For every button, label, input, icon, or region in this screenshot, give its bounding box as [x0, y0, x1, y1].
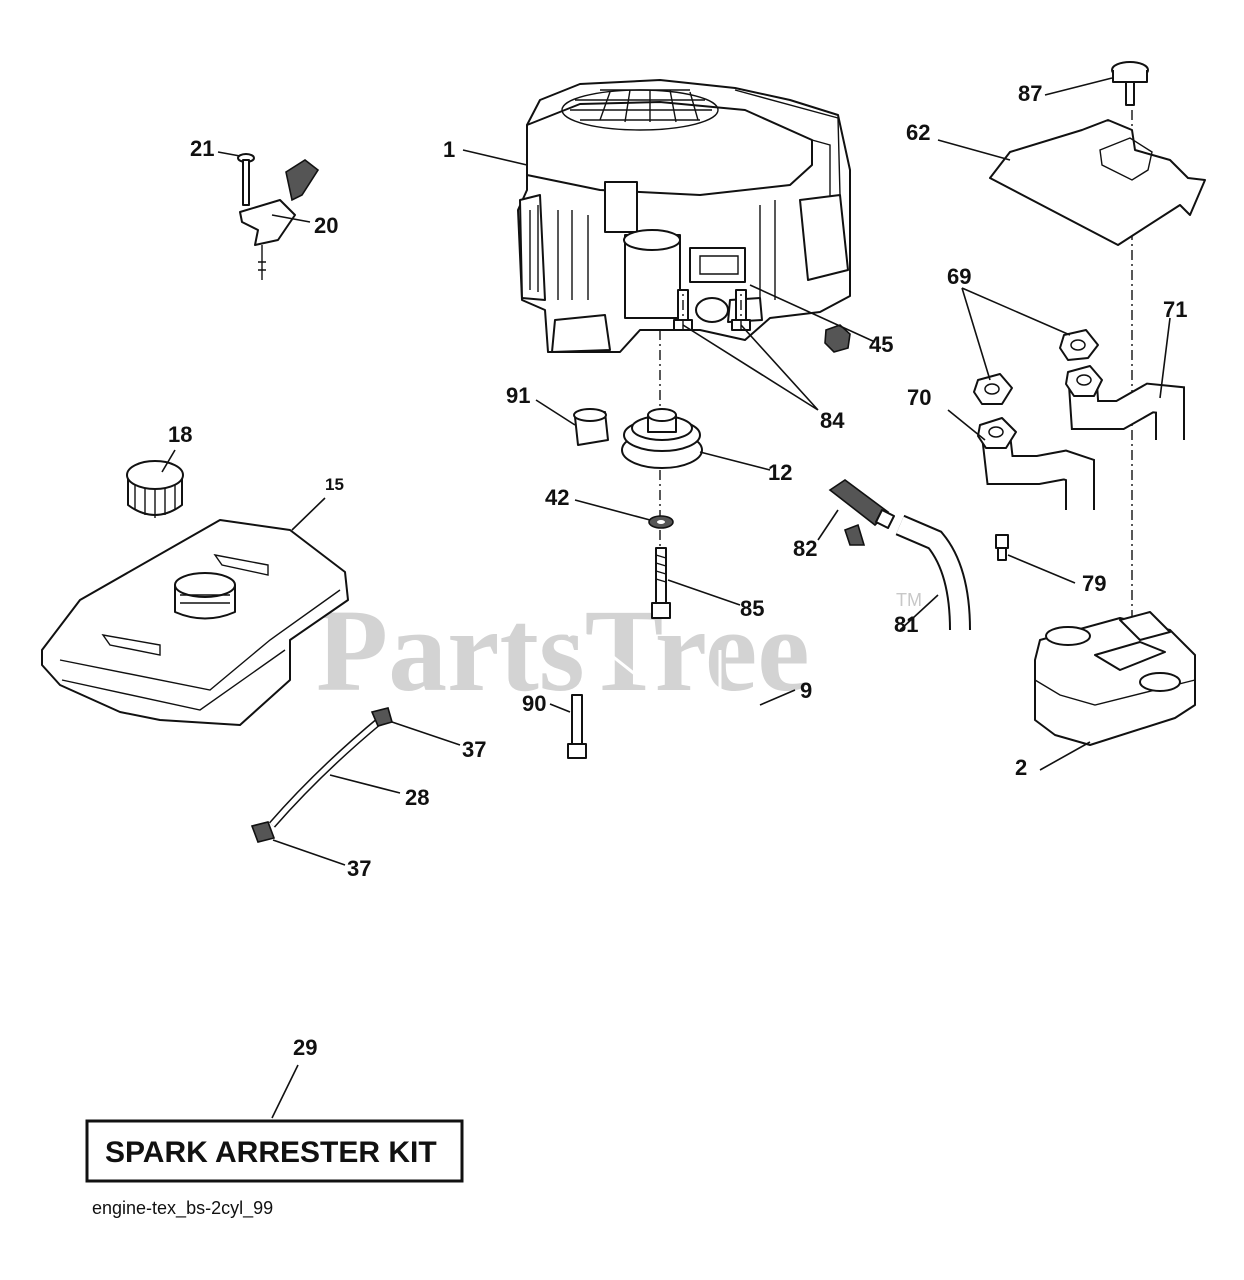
callout-37-lower: 37	[347, 856, 371, 881]
callout-28: 28	[405, 785, 429, 810]
diagram-filename: engine-tex_bs-2cyl_99	[92, 1198, 273, 1219]
part-2-muffler	[1034, 611, 1196, 746]
callout-62: 62	[906, 120, 930, 145]
callout-84: 84	[820, 408, 845, 433]
part-62-cutout	[1099, 137, 1153, 181]
part-70-pipe	[977, 417, 1095, 510]
callout-2: 2	[1015, 755, 1027, 780]
callout-91: 91	[506, 383, 530, 408]
callout-12: 12	[768, 460, 792, 485]
part-85-bolt	[651, 547, 671, 619]
part-21-screw	[237, 153, 255, 206]
spark-arrester-kit: SPARK ARRESTER KIT	[85, 1119, 464, 1183]
callout-9: 9	[800, 678, 812, 703]
callout-85: 85	[740, 596, 764, 621]
part-12-pulley	[621, 408, 703, 469]
callout-1: 1	[443, 137, 455, 162]
part-69-gaskets	[973, 329, 1099, 405]
callout-45: 45	[869, 332, 893, 357]
part-37-clamp-lower	[250, 821, 276, 843]
part-71-pipe	[1065, 365, 1185, 440]
callout-90: 90	[522, 691, 546, 716]
callout-71: 71	[1163, 297, 1187, 322]
part-20-choke-bracket	[239, 159, 320, 280]
callout-69: 69	[947, 264, 971, 289]
part-45-nut	[824, 324, 851, 353]
part-62-shield	[989, 119, 1206, 246]
callout-labels: 1 2 9 12 15 18 20 21 28 29 37 37 42 45 6…	[168, 81, 1187, 1060]
part-90-bolt	[567, 694, 587, 759]
trademark-mark: TM	[896, 590, 922, 610]
callout-81: 81	[894, 612, 918, 637]
callout-42: 42	[545, 485, 569, 510]
callout-79: 79	[1082, 571, 1106, 596]
leader-lines	[161, 77, 1171, 1119]
callout-37-upper: 37	[462, 737, 486, 762]
callout-20: 20	[314, 213, 338, 238]
callout-29: 29	[293, 1035, 317, 1060]
callout-15: 15	[325, 475, 344, 494]
kit-label: SPARK ARRESTER KIT	[105, 1136, 437, 1169]
callout-82: 82	[793, 536, 817, 561]
part-87-knob	[1111, 61, 1149, 106]
part-82-fuel-filter	[828, 479, 895, 546]
part-91-bushing	[573, 408, 609, 446]
part-28-fuel-line	[268, 714, 386, 828]
callout-18: 18	[168, 422, 192, 447]
engine	[517, 79, 851, 353]
part-18-fuel-cap	[126, 460, 184, 518]
callout-21: 21	[190, 136, 214, 161]
part-15-fuel-tank	[41, 519, 349, 726]
callout-87: 87	[1018, 81, 1042, 106]
callout-70: 70	[907, 385, 931, 410]
part-79-bolt	[995, 534, 1009, 561]
